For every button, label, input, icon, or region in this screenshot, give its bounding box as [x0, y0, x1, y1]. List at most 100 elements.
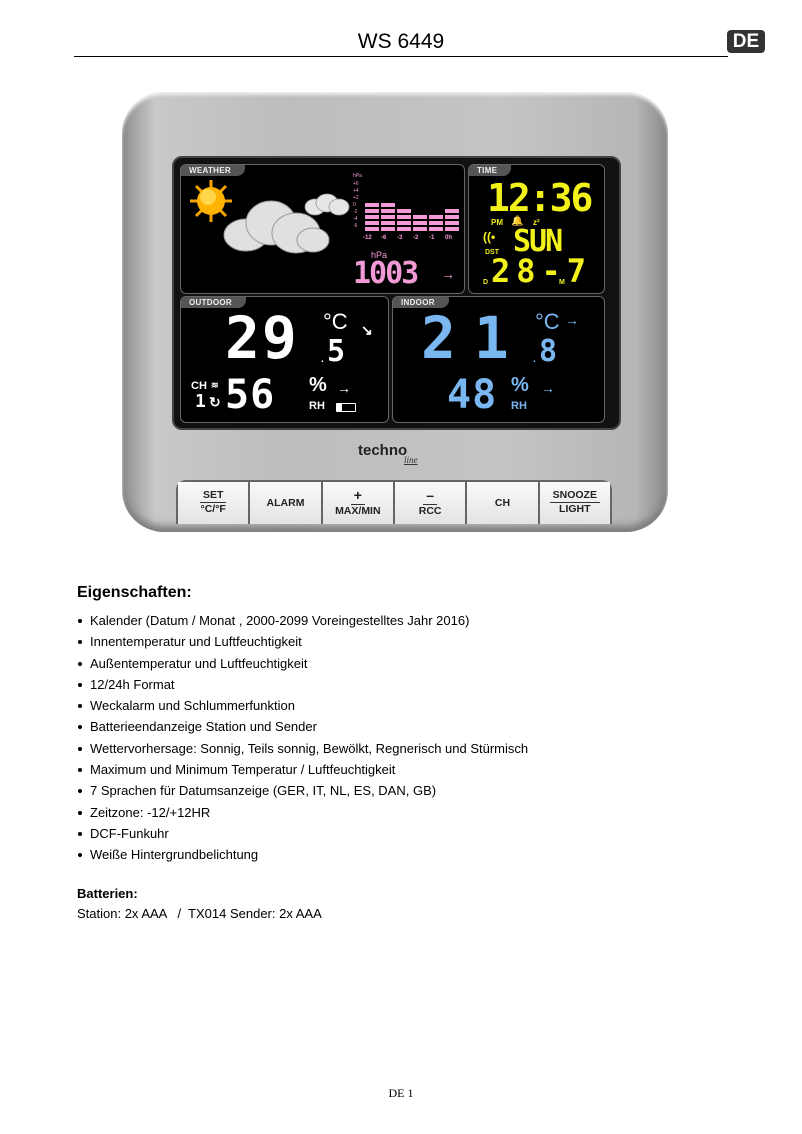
button-label: ALARM	[266, 496, 305, 509]
graph-bar	[365, 203, 379, 231]
list-item: Wettervorhersage: Sonnig, Teils sonnig, …	[77, 740, 528, 761]
cloud-icon	[223, 200, 330, 254]
list-item: Weckalarm und Schlummerfunktion	[77, 697, 528, 718]
alarm-button: ALARM	[250, 482, 321, 524]
graph-y-label: 0	[353, 202, 356, 208]
graph-x-label: 0h	[445, 235, 453, 241]
graph-bar	[397, 209, 411, 231]
button-bottom-label: LIGHT	[559, 503, 591, 516]
graph-bar-segment	[413, 227, 427, 231]
list-item: Kalender (Datum / Monat , 2000-2099 Vore…	[77, 612, 528, 633]
button-label: CH	[494, 496, 511, 509]
list-item: Maximum und Minimum Temperatur / Luftfeu…	[77, 761, 528, 782]
lcd-screen: WEATHER	[172, 156, 621, 430]
weather-panel: WEATHER	[180, 164, 465, 294]
time-panel: TIME 12:36 PM 🔔 z² ((• DST SUN D 28-7 M	[468, 164, 605, 294]
indoor-rh-label: RH	[511, 400, 527, 412]
page-number: DE 1	[388, 1086, 414, 1100]
button-bottom-label: °C/°F	[200, 503, 226, 516]
document-title: WS 6449	[357, 30, 445, 53]
graph-bar-segment	[397, 227, 411, 231]
graph-y-label: +2	[353, 195, 359, 201]
outdoor-temperature-decimal: 5	[327, 334, 345, 369]
button-top-label: +	[350, 487, 365, 506]
graph-bar-segment	[381, 221, 395, 225]
graph-bar-segment	[365, 203, 379, 207]
outdoor-humidity: 56	[225, 372, 276, 418]
weekday: SUN	[513, 224, 563, 259]
indoor-humidity-unit: %	[511, 374, 529, 396]
weather-tab-label: WEATHER	[181, 165, 245, 176]
pressure-value: 1003	[353, 256, 419, 291]
graph-bar-segment	[429, 215, 443, 219]
graph-bar-segment	[413, 215, 427, 219]
channel-cycle-icon: ↻	[209, 394, 221, 410]
graph-bar	[429, 215, 443, 231]
header-rule	[74, 56, 728, 57]
batteries-text: Station: 2x AAA / TX014 Sender: 2x AAA	[77, 906, 322, 921]
date: 28-7	[491, 252, 593, 290]
plus-maxmin-button: + MAX/MIN	[322, 482, 393, 524]
list-item: Batterieendanzeige Station und Sender	[77, 718, 528, 739]
graph-bar-segment	[397, 215, 411, 219]
graph-y-label: -2	[353, 209, 358, 215]
day-marker: D	[483, 279, 489, 286]
indoor-humidity-trend-arrow: →	[541, 380, 555, 396]
graph-bar-segment	[365, 209, 379, 213]
ampm-indicator: PM	[491, 218, 503, 227]
list-item: DCF-Funkuhr	[77, 825, 528, 846]
snooze-light-button: SNOOZE LIGHT	[539, 482, 610, 524]
clock-time: 12:36	[487, 176, 593, 220]
dst-indicator: DST	[485, 249, 499, 256]
graph-bars	[365, 183, 459, 231]
batteries-heading: Batterien:	[77, 886, 138, 901]
indoor-temperature-decimal: 8	[539, 334, 557, 369]
graph-x-label: -6	[381, 235, 387, 241]
graph-bar-segment	[445, 227, 459, 231]
outdoor-tab-label: OUTDOOR	[181, 297, 246, 308]
graph-x-label: -2	[413, 235, 419, 241]
weather-station-image: WEATHER	[122, 92, 668, 532]
alarm-bell-icon: 🔔	[511, 216, 524, 227]
features-heading: Eigenschaften:	[77, 584, 192, 601]
graph-bar-segment	[381, 203, 395, 207]
graph-x-label: -12	[363, 235, 372, 241]
graph-bar-segment	[397, 209, 411, 213]
graph-bar-segment	[365, 221, 379, 225]
graph-bar-segment	[445, 221, 459, 225]
list-item: Innentemperatur und Luftfeuchtigkeit	[77, 633, 528, 654]
small-cloud-icon	[304, 193, 350, 216]
outdoor-temp-trend-arrow: ↘	[361, 322, 373, 338]
set-unit-button: SET °C/°F	[178, 482, 249, 524]
outdoor-panel: OUTDOOR 29 . 5 °C ↘ CH ≋ 1 ↻ 56 % → RH	[180, 296, 389, 423]
language-badge: DE	[727, 30, 765, 53]
graph-bar	[381, 203, 395, 231]
sensor-signal-icon: ≋	[211, 380, 219, 390]
graph-bar-segment	[365, 227, 379, 231]
graph-y-label: +6	[353, 181, 359, 187]
decimal-point: .	[533, 354, 536, 365]
graph-bar	[445, 209, 459, 231]
graph-bar-segment	[413, 221, 427, 225]
radio-signal-icon: ((•	[483, 230, 496, 244]
graph-bar	[413, 215, 427, 231]
pressure-trend-arrow: →	[441, 266, 455, 282]
button-bottom-label: RCC	[418, 505, 442, 518]
graph-x-label: -1	[429, 235, 435, 241]
graph-bar-segment	[445, 215, 459, 219]
button-bottom-label: MAX/MIN	[335, 505, 381, 518]
features-list: Kalender (Datum / Monat , 2000-2099 Vore…	[77, 612, 528, 868]
graph-bar-segment	[381, 215, 395, 219]
minus-rcc-button: – RCC	[394, 482, 466, 524]
outdoor-humidity-trend-arrow: →	[337, 380, 351, 396]
indoor-unit: °C	[535, 309, 560, 334]
graph-bar-segment	[445, 209, 459, 213]
graph-y-label: +4	[353, 188, 359, 194]
graph-x-label: -3	[397, 235, 403, 241]
channel-button: CH	[467, 482, 538, 524]
list-item: Weiße Hintergrundbelichtung	[77, 846, 528, 867]
indoor-panel: INDOOR 21 . 8 °C → 48 % → RH	[392, 296, 605, 423]
pressure-unit: hPa	[371, 250, 388, 260]
graph-bar-segment	[397, 221, 411, 225]
list-item: 7 Sprachen für Datumsanzeige (GER, IT, N…	[77, 782, 528, 803]
